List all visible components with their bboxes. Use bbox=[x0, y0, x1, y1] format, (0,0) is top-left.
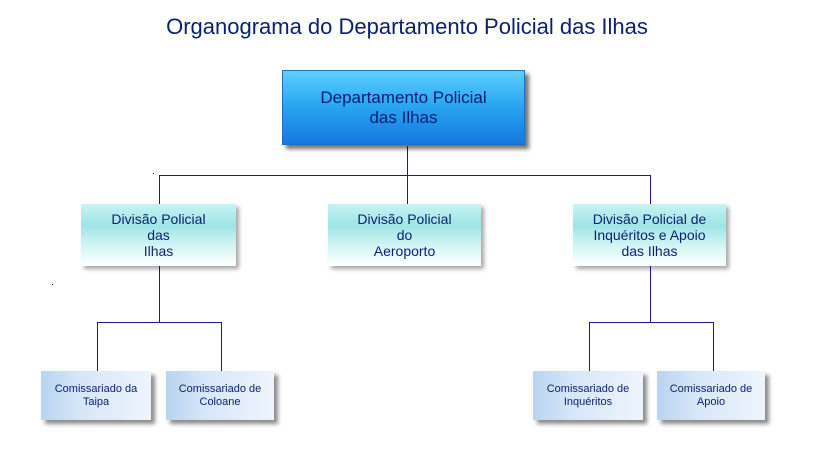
node-departamento-policial: Departamento Policial das Ilhas bbox=[282, 70, 525, 145]
stray-dot bbox=[52, 284, 53, 285]
chart-title: Organograma do Departamento Policial das… bbox=[166, 14, 648, 39]
node-comissariado-taipa: Comissariado da Taipa bbox=[41, 371, 151, 420]
node-divisao-ilhas: Divisão Policial das Ilhas bbox=[81, 204, 236, 266]
node-comissariado-apoio: Comissariado de Apoio bbox=[657, 371, 765, 420]
node-comissariado-inqueritos: Comissariado de Inquéritos bbox=[533, 371, 643, 420]
node-divisao-inqueritos-apoio: Divisão Policial de Inquéritos e Apoio d… bbox=[573, 204, 726, 266]
node-divisao-aeroporto: Divisão Policial do Aeroporto bbox=[328, 204, 481, 266]
node-comissariado-coloane: Comissariado de Coloane bbox=[166, 371, 274, 420]
stray-dot bbox=[153, 173, 154, 174]
